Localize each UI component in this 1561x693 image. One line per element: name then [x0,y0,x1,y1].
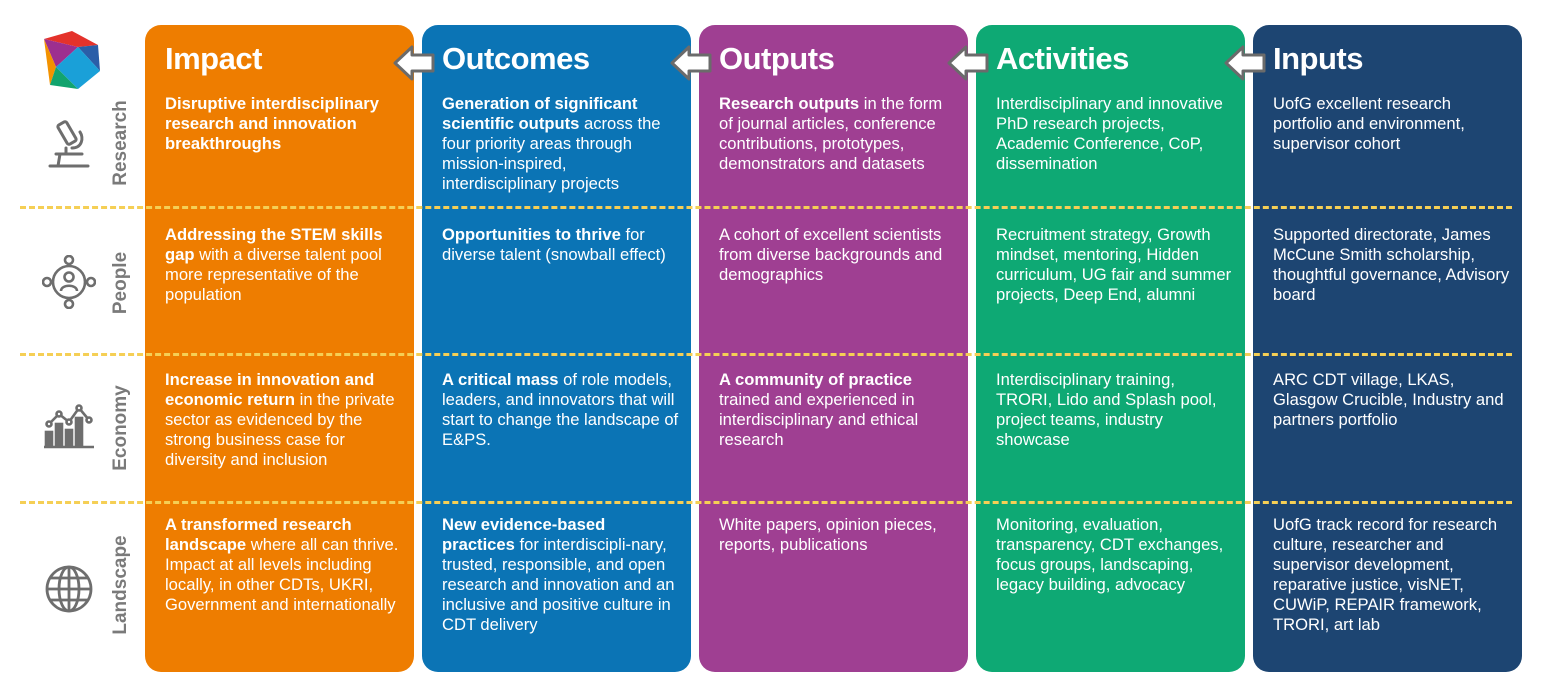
arrow-left-icon [1224,45,1266,81]
cell-research: Disruptive interdisciplinary research an… [165,94,379,153]
cell-landscape: White papers, opinion pieces, reports, p… [719,515,937,554]
bar-chart-icon [44,404,94,449]
row-label-research: Research [110,100,131,186]
column-activities: Activities Interdisciplinary and innovat… [976,25,1245,672]
row-label-landscape: Landscape [110,535,131,635]
column-title: Outputs [719,41,835,76]
cell-people: Supported directorate, James McCune Smit… [1273,225,1510,304]
column-inputs: Inputs UofG excellent research portfolio… [1253,25,1522,672]
people-network-icon [42,255,96,309]
cell-people: A cohort of excellent scientists from di… [719,225,943,284]
column-outputs: Outputs Research outputs in the form of … [699,25,968,672]
microscope-icon [48,120,90,168]
cell-research: Generation of significant scientific out… [442,94,661,193]
arrow-left-icon [393,45,435,81]
cell-landscape: Monitoring, evaluation, transparency, CD… [996,515,1224,594]
column-outcomes: Outcomes Generation of significant scien… [422,25,691,672]
cell-economy: Interdisciplinary training, TRORI, Lido … [996,370,1217,449]
logo-icon [44,31,100,89]
cell-research: UofG excellent research portfolio and en… [1273,94,1465,153]
cell-landscape: New evidence-based practices for interdi… [442,515,675,634]
globe-icon [45,565,93,613]
row-label-people: People [110,251,131,315]
cell-people: Opportunities to thrive for diverse tale… [442,225,666,264]
column-impact: Impact Disruptive interdisciplinary rese… [145,25,414,672]
cell-research: Research outputs in the form of journal … [719,94,943,173]
cell-research: Interdisciplinary and innovative PhD res… [996,94,1223,173]
cell-economy: Increase in innovation and economic retu… [165,370,395,469]
arrow-left-icon [670,45,712,81]
cell-economy: A community of practice trained and expe… [719,370,919,449]
cell-people: Recruitment strategy, Growth mindset, me… [996,225,1232,304]
column-title: Activities [996,41,1129,76]
cell-landscape: UofG track record for research culture, … [1273,515,1498,634]
cell-people: Addressing the STEM skills gap with a di… [165,225,383,304]
cell-economy: A critical mass of role models, leaders,… [442,370,679,449]
row-label-economy: Economy [110,385,131,471]
arrow-left-icon [947,45,989,81]
cell-landscape: A transformed research landscape where a… [165,515,399,614]
row-divider [20,206,1512,209]
column-title: Inputs [1273,41,1364,76]
column-title: Outcomes [442,41,590,76]
cell-economy: ARC CDT village, LKAS, Glasgow Crucible,… [1273,370,1504,429]
column-title: Impact [165,41,262,76]
row-divider [20,353,1512,356]
row-divider [20,501,1512,504]
